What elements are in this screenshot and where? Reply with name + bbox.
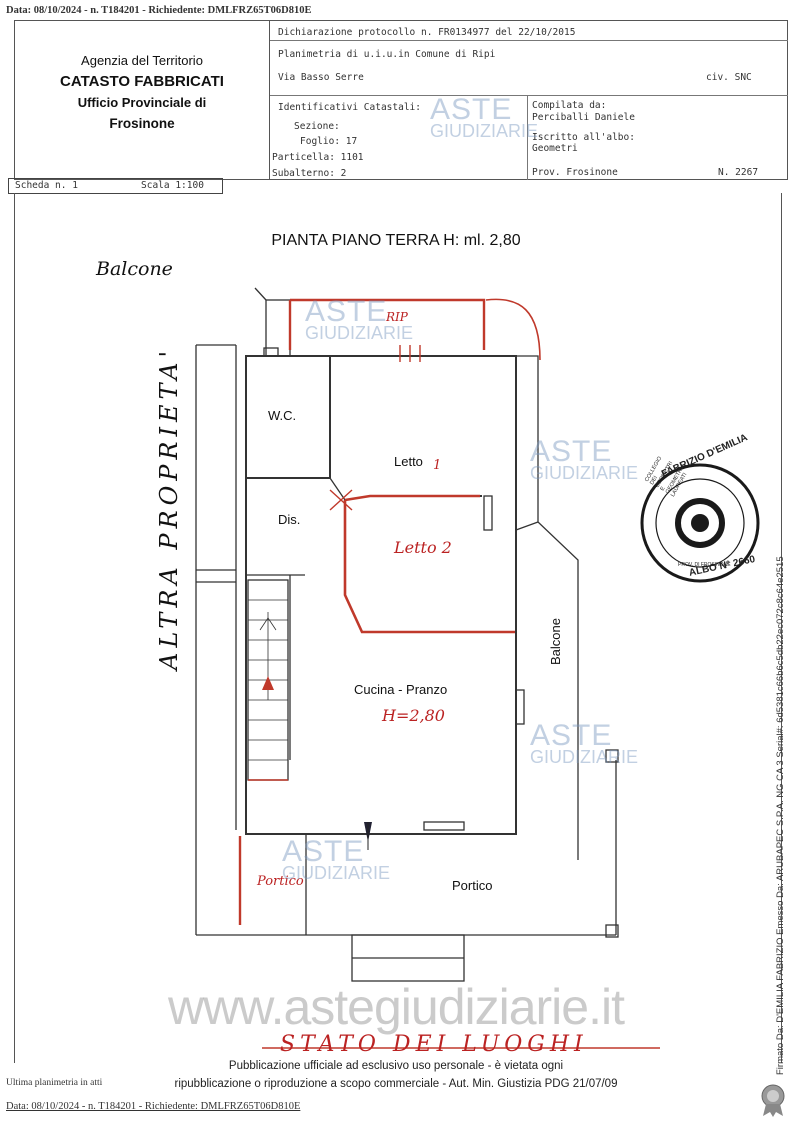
room-label-balcone: Balcone [548, 618, 563, 665]
height-handwritten: H=2,80 [382, 706, 445, 725]
agency-block: Agenzia del Territorio CATASTO FABBRICAT… [14, 20, 270, 180]
civic-number: civ. SNC [706, 72, 752, 83]
particella-field: Particella: 1101 [272, 152, 364, 163]
province-field: Prov. Frosinone [532, 167, 618, 178]
publication-notice-line1: Pubblicazione ufficiale ad esclusivo uso… [228, 1060, 564, 1072]
registered-label: Iscritto all'albo: [532, 132, 635, 143]
building-outline [245, 355, 517, 835]
north-arrow-icon [364, 822, 372, 850]
room-label-dis: Dis. [278, 512, 301, 527]
column [605, 924, 619, 938]
agency-name: Agenzia del Territorio [81, 53, 203, 68]
plan-municipality: Planimetria di u.i.u.in Comune di Ripi [278, 49, 496, 60]
window [423, 821, 465, 831]
red-balcony-line [290, 298, 486, 350]
balcone-handwritten: Balcone [96, 258, 173, 280]
room-label-cucina: Cucina - Pranzo [354, 682, 448, 697]
portico-handwritten: Portico [257, 874, 304, 889]
agency-department: CATASTO FABBRICATI [60, 73, 224, 90]
column [605, 749, 619, 763]
foglio-field: Foglio: 17 [300, 136, 358, 147]
seal-icon [761, 1084, 785, 1117]
divider [527, 95, 528, 180]
plan-title: PIANTA PIANO TERRA H: ml. 2,80 [271, 232, 521, 249]
website-watermark: www.astegiudiziarie.it [168, 979, 625, 1035]
room-label-wc: W.C. [268, 408, 297, 423]
professional-stamp [630, 458, 770, 588]
red-wall-line [343, 500, 515, 634]
divider [270, 95, 788, 96]
window [483, 495, 493, 531]
scale-label: Scala 1:100 [141, 180, 204, 191]
balcony-outline [516, 355, 579, 860]
scheda-box: Scheda n. 1 Scala 1:100 [8, 178, 223, 194]
wall-line [329, 477, 346, 501]
sezione-field: Sezione: [294, 121, 340, 132]
room-label-letto: Letto [394, 454, 423, 469]
identifiers-title: Identificativi Catastali: [278, 102, 421, 113]
stamp-province: PROV. DI FROSINONE [678, 562, 731, 568]
header-frame [14, 20, 788, 180]
altra-proprieta-handwritten: ALTRA PROPRIETA' [155, 345, 183, 670]
request-header: Data: 08/10/2024 - n. T184201 - Richiede… [6, 5, 312, 16]
drawing-frame [14, 193, 782, 1063]
compiled-by-label: Compilata da: [532, 100, 607, 111]
divider [270, 40, 788, 41]
stato-luoghi-handwritten: STATO DEI LUOGHI [280, 1032, 588, 1057]
register-type: Geometri [532, 143, 578, 154]
agency-office: Ufficio Provinciale di [77, 95, 207, 110]
digital-signature: Firmato Da: D'EMILIA FABRIZIO Emesso Da:… [775, 556, 786, 1075]
request-footer: Data: 08/10/2024 - n. T184201 - Richiede… [6, 1101, 301, 1112]
letto-number-handwritten: 1 [433, 458, 442, 473]
subalterno-field: Subalterno: 2 [272, 168, 347, 179]
agency-city: Frosinone [109, 116, 175, 131]
red-wall-line [344, 494, 480, 502]
protocol-text: Dichiarazione protocollo n. FR0134977 de… [278, 27, 576, 38]
address-text: Via Basso Serre [278, 72, 364, 83]
publication-notice-line2: ripubblicazione o riproduzione a scopo c… [174, 1078, 618, 1090]
register-number: N. 2267 [718, 167, 759, 178]
last-plan-note: Ultima planimetria in atti [6, 1078, 103, 1088]
window [515, 689, 525, 725]
letto-2-handwritten: Letto 2 [394, 538, 452, 557]
compiler-name: Perciballi Daniele [532, 112, 635, 123]
rip-handwritten: RIP [386, 310, 408, 324]
scheda-number: Scheda n. 1 [15, 180, 78, 191]
room-label-portico: Portico [452, 878, 493, 893]
